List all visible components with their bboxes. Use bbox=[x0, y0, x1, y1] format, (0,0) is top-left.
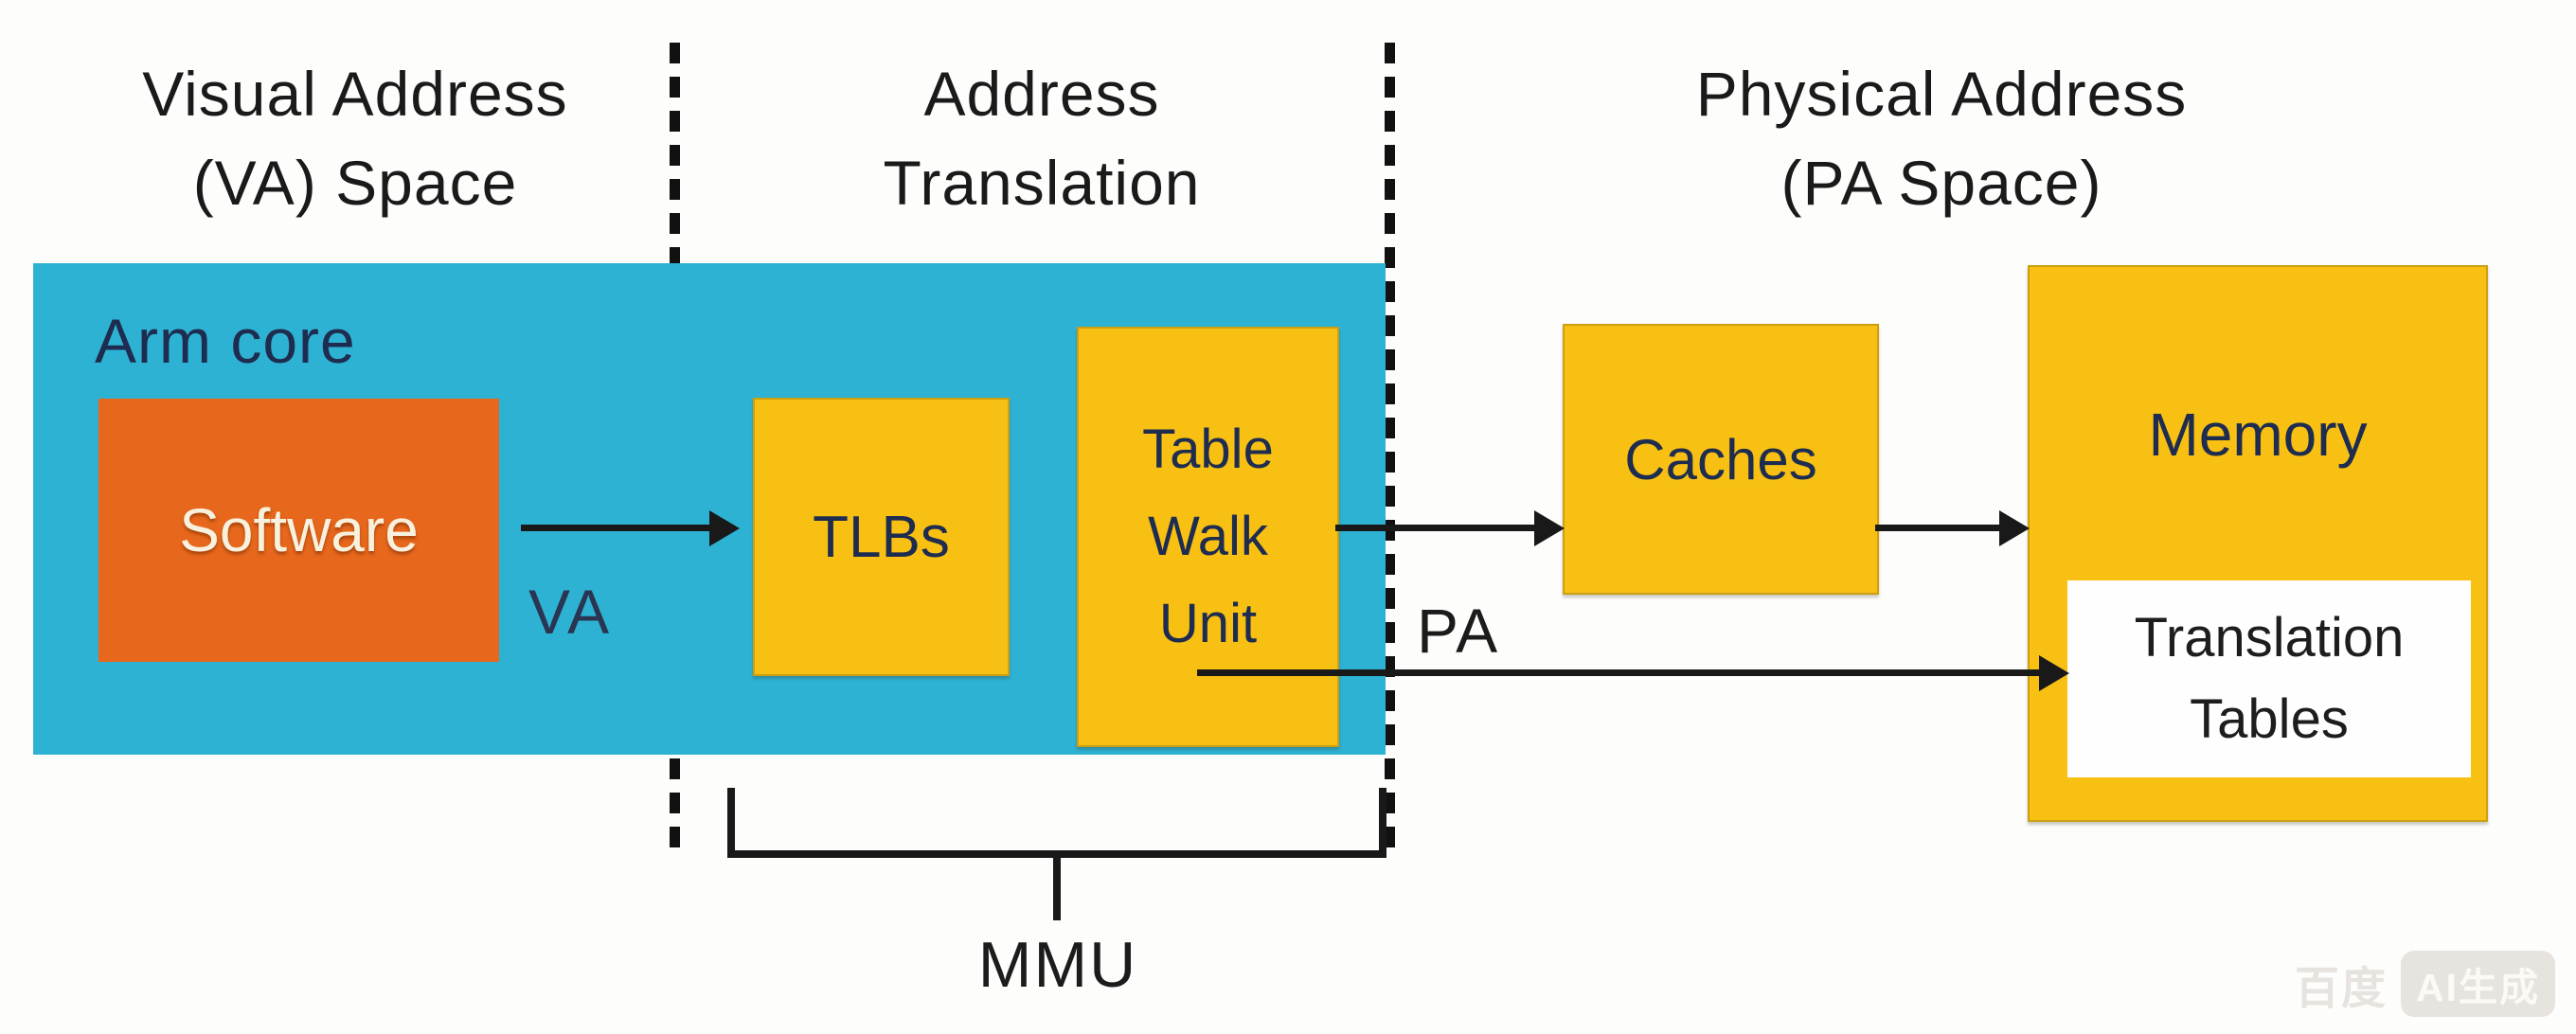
caches-box: Caches bbox=[1563, 324, 1879, 595]
header-line: Address bbox=[923, 59, 1160, 129]
header-line: (PA Space) bbox=[1780, 148, 2102, 218]
mmu-bracket-left-tick bbox=[727, 788, 735, 858]
watermark-ai-badge: AI生成 bbox=[2401, 951, 2555, 1017]
mmu-bracket-stem bbox=[1053, 858, 1061, 920]
software-box: Software bbox=[98, 399, 499, 662]
header-va-space: Visual Address (VA) Space bbox=[57, 49, 653, 227]
tlbs-box: TLBs bbox=[753, 398, 1010, 676]
caches-label: Caches bbox=[1624, 427, 1817, 491]
pa-edge-label: PA bbox=[1417, 596, 1500, 666]
table-walk-unit-box: Table Walk Unit bbox=[1077, 327, 1339, 747]
header-line: Translation bbox=[883, 148, 1201, 218]
watermark-brand-text: 百度 bbox=[2295, 962, 2388, 1013]
arrow-pa-to-translation-tables bbox=[1197, 669, 2040, 676]
header-line: Visual Address bbox=[142, 59, 568, 129]
arrow-caches-to-memory bbox=[1875, 525, 2000, 531]
table-walk-unit-line: Table bbox=[1142, 419, 1274, 480]
translation-tables-line: Tables bbox=[2190, 688, 2349, 750]
tlbs-label: TLBs bbox=[813, 504, 950, 570]
memory-label: Memory bbox=[2148, 401, 2368, 469]
mmu-bracket-right-tick bbox=[1379, 788, 1386, 858]
header-line: (VA) Space bbox=[192, 148, 518, 218]
translation-tables-line: Translation bbox=[2134, 607, 2405, 669]
arm-core-label: Arm core bbox=[95, 306, 356, 376]
dashed-separator-right bbox=[1385, 43, 1395, 859]
mmu-label: MMU bbox=[977, 929, 1138, 1001]
watermark: 百度 AI生成 bbox=[2295, 951, 2555, 1017]
header-address-translation: Address Translation bbox=[748, 49, 1335, 227]
arrow-twu-to-caches bbox=[1335, 525, 1535, 531]
header-line: Physical Address bbox=[1695, 59, 2188, 129]
va-edge-label: VA bbox=[528, 577, 612, 647]
translation-tables-box: Translation Tables bbox=[2067, 580, 2471, 777]
arrow-software-to-tlbs bbox=[521, 525, 710, 531]
header-pa-space: Physical Address (PA Space) bbox=[1567, 49, 2316, 227]
software-label: Software bbox=[179, 496, 419, 564]
table-walk-unit-line: Walk bbox=[1148, 506, 1268, 567]
table-walk-unit-line: Unit bbox=[1158, 593, 1258, 654]
mmu-bracket-bar bbox=[727, 850, 1386, 858]
